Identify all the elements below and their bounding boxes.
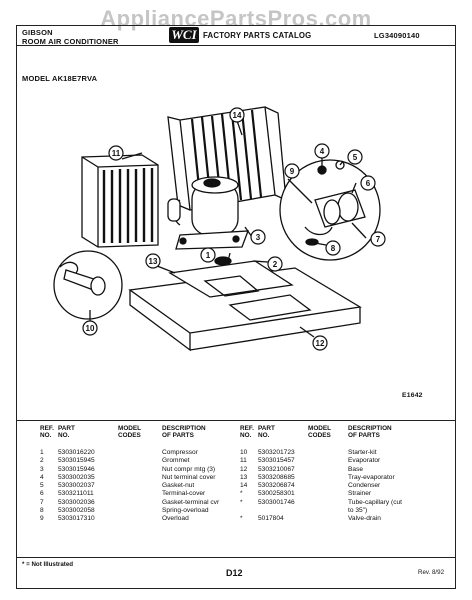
svg-text:4: 4 <box>320 147 325 156</box>
header-divider <box>16 45 456 46</box>
catalog-number: LG34090140 <box>374 31 420 40</box>
exploded-parts-diagram: 1 2 3 4 5 6 7 8 9 10 11 12 13 14 <box>53 106 386 352</box>
svg-text:WCI: WCI <box>171 27 197 42</box>
base-tray-drawing <box>128 256 362 352</box>
table-top-divider <box>16 420 456 421</box>
compressor-drawing <box>167 176 249 250</box>
revision-date: Rev. 8/92 <box>418 569 445 576</box>
starter-kit-drawing <box>53 250 123 320</box>
svg-text:5: 5 <box>353 153 358 162</box>
catalog-title: FACTORY PARTS CATALOG <box>203 31 312 40</box>
svg-text:13: 13 <box>149 257 158 266</box>
svg-text:1: 1 <box>206 251 211 260</box>
col-header-desc: DESCRIPTION OF PARTS <box>348 425 392 439</box>
svg-text:12: 12 <box>316 339 325 348</box>
svg-text:11: 11 <box>112 149 121 158</box>
callout-numbers: 1 2 3 4 5 6 7 8 9 10 11 12 13 14 <box>82 107 386 351</box>
svg-text:6: 6 <box>366 179 371 188</box>
product-type: ROOM AIR CONDITIONER <box>22 37 119 46</box>
not-illustrated-note: * = Not Illustrated <box>22 561 74 568</box>
svg-text:8: 8 <box>331 244 336 253</box>
col-header-model: MODEL CODES <box>308 425 331 439</box>
svg-text:9: 9 <box>290 167 295 176</box>
watermark: AppliancePartsPros.com <box>100 6 372 31</box>
footer-divider <box>16 557 456 558</box>
svg-text:7: 7 <box>376 235 381 244</box>
col-header-ref: REF. NO. <box>240 425 254 439</box>
page-code: D12 <box>226 568 243 578</box>
col-header-desc: DESCRIPTION OF PARTS <box>162 425 206 439</box>
page-frame <box>16 25 456 589</box>
model-label: MODEL AK18E7RVA <box>22 74 98 83</box>
col-header-ref: REF. NO. <box>40 425 54 439</box>
col-header-model: MODEL CODES <box>118 425 141 439</box>
wci-logo: WCI <box>169 27 199 43</box>
col-header-part: PART NO. <box>58 425 75 439</box>
brand-name: GIBSON <box>22 28 53 37</box>
svg-text:10: 10 <box>86 324 95 333</box>
svg-text:2: 2 <box>273 260 278 269</box>
svg-text:3: 3 <box>256 233 261 242</box>
svg-text:14: 14 <box>233 111 242 120</box>
figure-code: E1642 <box>402 392 423 399</box>
evaporator-drawing <box>81 154 159 248</box>
col-header-part: PART NO. <box>258 425 275 439</box>
